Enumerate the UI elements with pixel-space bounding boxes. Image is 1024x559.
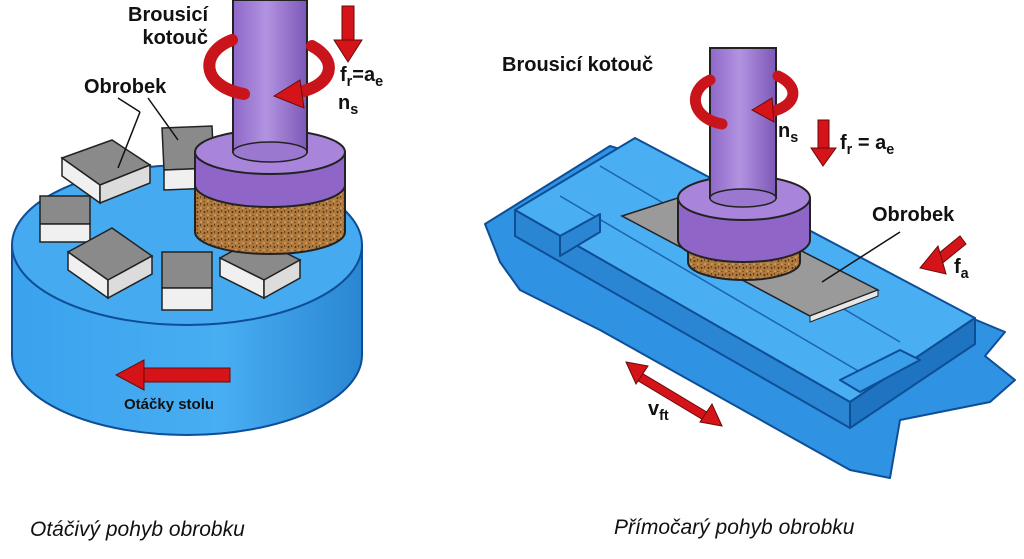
- caption-right: Přímočarý pohyb obrobku: [614, 516, 855, 539]
- workpiece-label-left: Obrobek: [84, 76, 167, 98]
- axial-feed-arrow: [919, 235, 967, 275]
- workpiece-block: [161, 251, 213, 311]
- workpiece-block: [66, 227, 154, 300]
- table-rotation-arrow: [114, 359, 231, 391]
- workpiece-block: [60, 139, 152, 205]
- feed-label-right: fr = ae: [840, 132, 894, 158]
- feed-eq: =a: [352, 64, 376, 86]
- feed-eq-sub: e: [375, 74, 384, 91]
- axial-f-sub: a: [960, 266, 969, 283]
- tool-label-left-line1: Brousicí: [128, 4, 209, 26]
- speed-label-right: ns: [778, 120, 798, 146]
- feed-f-sub: r: [346, 74, 353, 91]
- feed-f-sub-right: r: [846, 142, 853, 159]
- feed-f-right: f: [840, 132, 847, 154]
- speed-label-left: ns: [338, 92, 358, 118]
- workpiece-leader-right: [821, 231, 901, 283]
- tool-label-left: Brousicí kotouč: [128, 4, 208, 50]
- workpiece-label-right: Obrobek: [872, 204, 955, 226]
- table-rotation-label: Otáčky stolu: [124, 396, 215, 413]
- feed-arrow-right: [810, 119, 837, 167]
- feed-f: f: [340, 64, 347, 86]
- axial-feed-label: fa: [954, 256, 969, 282]
- feed-eq-right: = a: [852, 132, 887, 154]
- speed-n-sub-right: s: [790, 130, 799, 147]
- speed-n-sub: s: [350, 102, 359, 119]
- axial-f: f: [954, 256, 961, 278]
- feed-arrow-left: [333, 5, 363, 63]
- speed-n: n: [338, 92, 351, 114]
- table-feed-arrow: [625, 361, 723, 427]
- tool-label-left-line2: kotouč: [142, 27, 209, 49]
- table-feed-label: vft: [648, 398, 669, 424]
- speed-n-right: n: [778, 120, 791, 142]
- rotation-arrow-left: [203, 34, 335, 109]
- workpiece-leaders-left: [117, 97, 179, 169]
- tool-label-right: Brousicí kotouč: [502, 54, 654, 76]
- caption-left: Otáčivý pohyb obrobku: [30, 518, 245, 541]
- spindle-left: [232, 0, 308, 163]
- feed-eq-sub-right: e: [886, 142, 895, 159]
- workpiece-block: [39, 195, 91, 243]
- table-v: v: [648, 398, 660, 420]
- rotation-arrow-right: [690, 70, 799, 130]
- feed-label-left: fr=ae: [340, 64, 383, 90]
- table-v-sub: ft: [659, 408, 669, 425]
